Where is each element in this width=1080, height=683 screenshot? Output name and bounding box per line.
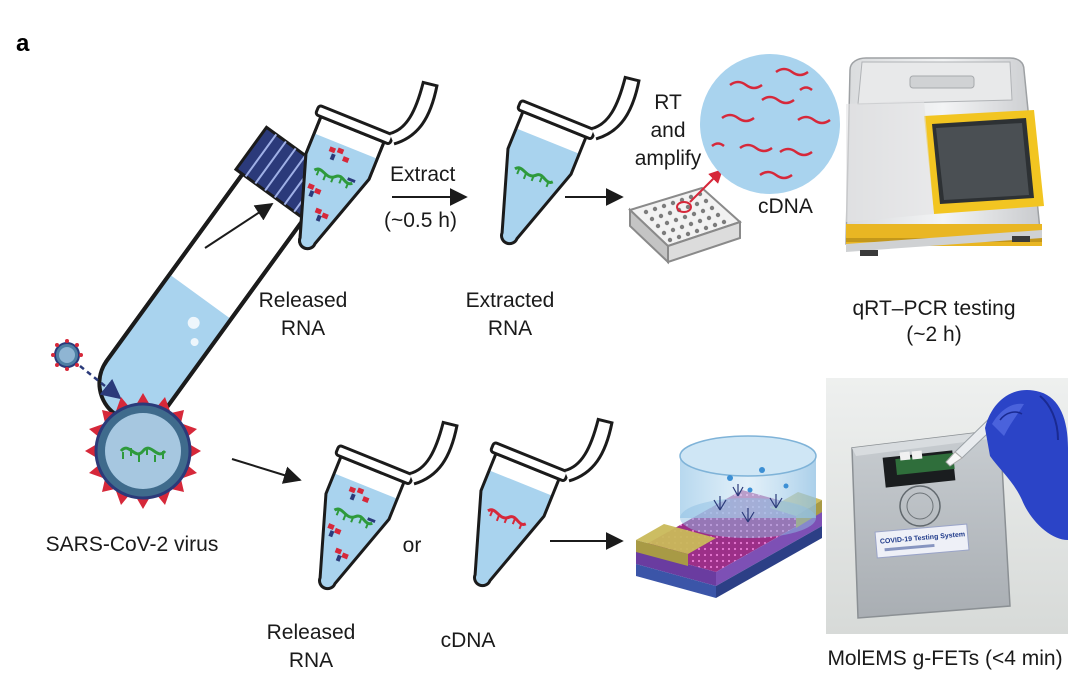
amplify-label: amplify	[634, 147, 702, 170]
rt-label: RT	[654, 91, 682, 114]
released-rna-bottom-label-2: RNA	[288, 649, 334, 672]
gfet-chip	[636, 435, 822, 598]
tube-extracted-rna	[500, 75, 641, 246]
released-rna-top-label-2: RNA	[280, 317, 326, 340]
gloved-hand	[985, 389, 1068, 540]
qrt-pcr-time-label: (~2 h)	[906, 323, 962, 346]
cdna-top-label: cDNA	[758, 195, 813, 218]
qrt-pcr-label: qRT–PCR testing	[852, 297, 1016, 320]
molems-label: MolEMS g-FETs (<4 min)	[827, 647, 1063, 670]
released-rna-bottom-label: Released	[266, 621, 356, 644]
virus-label: SARS-CoV-2 virus	[45, 533, 219, 556]
extracted-rna-label: Extracted	[465, 289, 555, 312]
tube-cdna-bottom	[473, 417, 614, 588]
panel-label: a	[16, 30, 30, 57]
extract-label: Extract	[390, 163, 456, 186]
tube-released-rna-bottom	[318, 420, 459, 591]
sars-cov-2-virus-icon	[85, 393, 201, 509]
extracted-rna-label-2: RNA	[487, 317, 533, 340]
pcr-plate-icon	[628, 169, 742, 265]
virus-fragments	[307, 146, 356, 222]
extract-time-label: (~0.5 h)	[384, 209, 457, 232]
arrow-to-released-rna-top	[204, 203, 274, 249]
qrt-pcr-machine	[845, 57, 1044, 256]
device-photo: COVID-19 Testing System	[826, 378, 1068, 634]
small-virus-icon	[51, 339, 83, 371]
and-label: and	[650, 119, 686, 142]
sample-tube	[97, 125, 344, 424]
released-rna-top-label: Released	[258, 289, 348, 312]
cdna-zoom-circle	[700, 54, 840, 194]
or-label: or	[402, 534, 422, 557]
tube-released-rna-top	[298, 80, 439, 251]
cdna-bottom-label: cDNA	[440, 629, 496, 652]
arrow-to-released-rna-bottom	[231, 458, 302, 484]
